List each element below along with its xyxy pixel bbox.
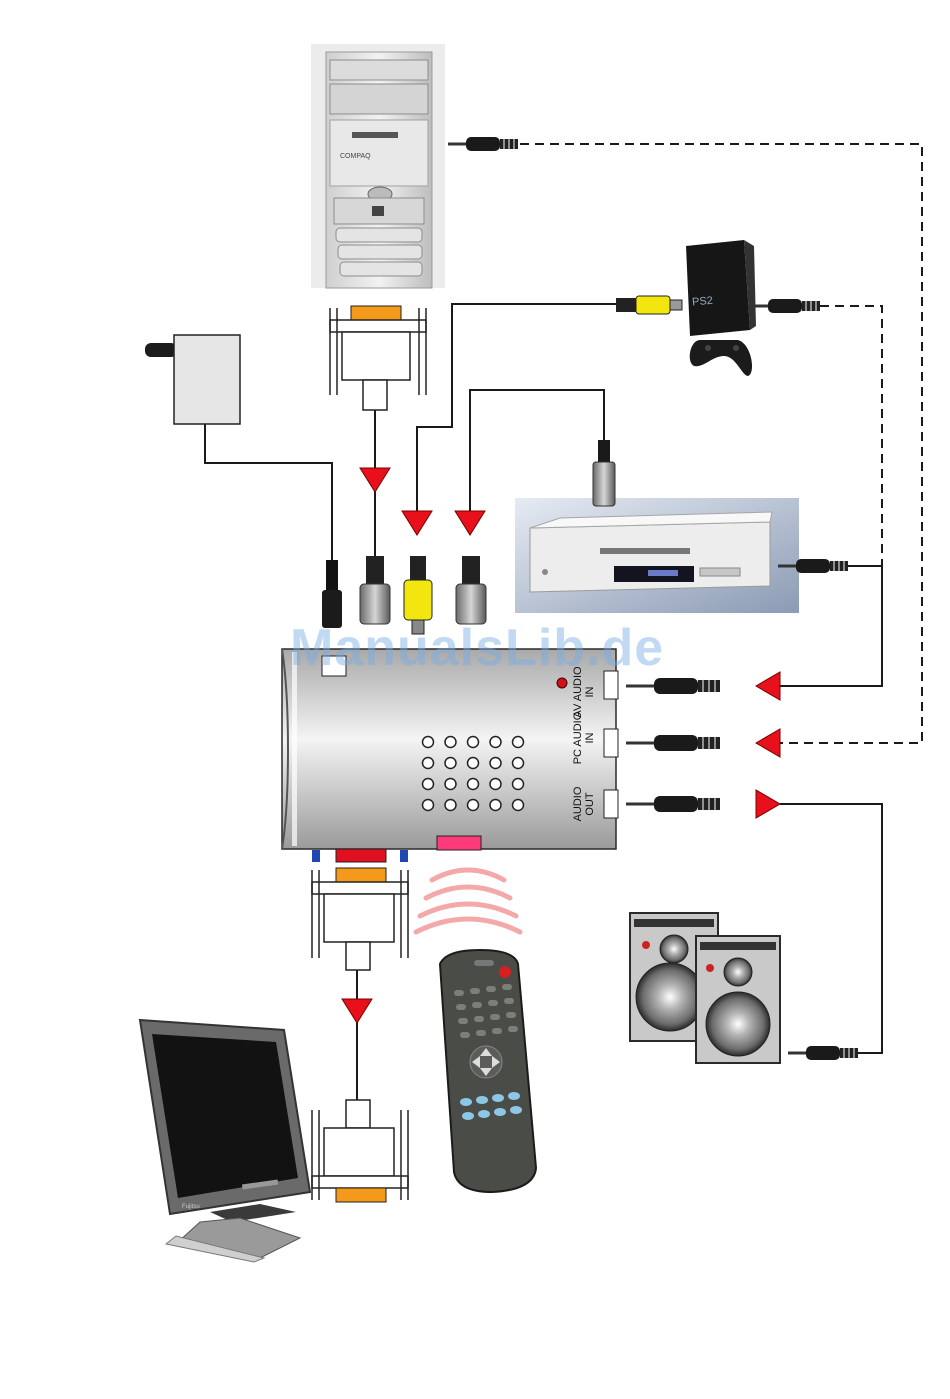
- grille-hole: [423, 737, 434, 748]
- grille-hole: [445, 779, 456, 790]
- lcd-monitor: Fujitsu: [140, 1020, 310, 1262]
- pc-tower: COMPAQ: [311, 44, 445, 288]
- audio-out-plug: [626, 796, 720, 812]
- grille-hole: [513, 758, 524, 769]
- converter-box: [282, 649, 616, 850]
- grille-hole: [423, 758, 434, 769]
- grille-hole: [468, 800, 479, 811]
- dvd-player: [515, 498, 799, 613]
- grille-hole: [423, 800, 434, 811]
- dvd-video-cable: [470, 390, 604, 512]
- grille-hole: [423, 779, 434, 790]
- grille-hole: [445, 800, 456, 811]
- speaker-cable: [780, 804, 882, 1053]
- ps2-console: PS2: [686, 240, 756, 376]
- grille-hole: [490, 779, 501, 790]
- ir-signal-waves: [416, 870, 520, 932]
- grille-hole: [468, 779, 479, 790]
- ps2-audio-cable: [820, 306, 882, 566]
- arrow-down-monitor: [342, 999, 372, 1023]
- grille-hole: [490, 800, 501, 811]
- ps2-video-cable: [417, 304, 616, 512]
- pc-audio-plug: [448, 137, 518, 151]
- watermark: ManualsLib.de: [290, 618, 670, 678]
- pc-brand: COMPAQ: [340, 153, 371, 160]
- grille-hole: [513, 800, 524, 811]
- power-cable: [205, 424, 332, 560]
- grille-hole: [445, 758, 456, 769]
- grille-hole: [468, 758, 479, 769]
- vga-connector-pc: [330, 306, 426, 410]
- dvd-video-plug: [593, 440, 615, 506]
- box-vga-out: [312, 849, 408, 970]
- grille-hole: [490, 758, 501, 769]
- arrow-left-pc-audio: [756, 729, 780, 757]
- remote-control: [440, 950, 536, 1192]
- monitor-brand: Fujitsu: [182, 1204, 200, 1210]
- arrow-down-ps2-video: [402, 511, 432, 535]
- speaker-right: [696, 936, 780, 1063]
- vga-in-plug: [360, 556, 390, 624]
- vga-connector-monitor: [312, 1100, 408, 1202]
- ps2-audio-plug: [750, 299, 820, 313]
- ps2-logo: PS2: [692, 295, 714, 309]
- arrow-left-av-audio: [756, 672, 780, 700]
- arrow-down-dvd-video: [455, 511, 485, 535]
- av-audio-in-plug: [626, 678, 720, 694]
- power-adapter: [145, 335, 240, 424]
- speaker-audio-plug: [788, 1046, 858, 1060]
- grille-hole: [445, 737, 456, 748]
- pc-audio-in-plug: [626, 735, 720, 751]
- grille-hole: [468, 737, 479, 748]
- arrow-right-audio-out: [756, 790, 780, 818]
- grille-hole: [513, 779, 524, 790]
- arrow-down-pc-vga: [360, 468, 390, 492]
- box-side-ports: [604, 671, 618, 818]
- video-rca-plug: [456, 556, 486, 624]
- grille-hole: [490, 737, 501, 748]
- grille-hole: [513, 737, 524, 748]
- ps2-rca-plug: [616, 296, 682, 314]
